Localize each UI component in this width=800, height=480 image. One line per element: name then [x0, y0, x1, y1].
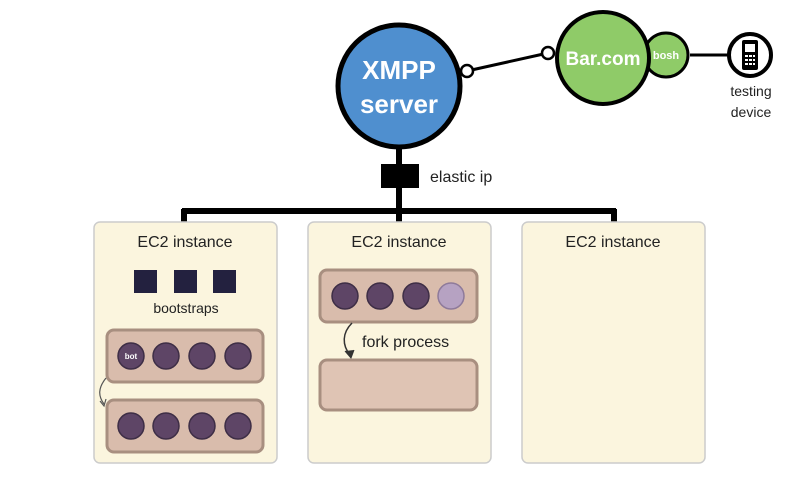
bootstrap-square	[213, 270, 236, 293]
process-tray	[318, 268, 479, 324]
spawn-arrowhead-icon	[99, 398, 107, 408]
forking-process-circle	[437, 282, 465, 310]
bootstraps-label: bootstraps	[153, 300, 218, 316]
elastic-ip-label: elastic ip	[430, 169, 492, 186]
process-circle	[152, 342, 180, 370]
process-tray	[105, 328, 265, 384]
bootstrap-square	[174, 270, 197, 293]
process-circle	[152, 412, 180, 440]
process-circle	[117, 412, 145, 440]
process-circle	[402, 282, 430, 310]
elastic-ip-block	[381, 164, 419, 188]
fork-process-label: fork process	[362, 334, 449, 351]
bosh-label: bosh	[653, 50, 680, 62]
process-circle	[188, 412, 216, 440]
server-socket-icon	[459, 63, 475, 79]
ec2-instance-title-2: EC2 instance	[351, 234, 446, 251]
process-circle	[331, 282, 359, 310]
ec2-instance-title-3: EC2 instance	[565, 234, 660, 251]
bot-process	[117, 342, 145, 370]
device-label-line2: device	[731, 104, 772, 120]
ec2-instance-title-1: EC2 instance	[137, 234, 232, 251]
xmpp-server-label-line2: server	[360, 89, 438, 119]
server-barcom-link	[466, 51, 549, 73]
bootstrap-group	[134, 270, 236, 293]
bot-label: bot	[125, 352, 138, 361]
process-circle	[188, 342, 216, 370]
process-circle	[224, 342, 252, 370]
phone-icon	[727, 32, 773, 78]
forked-process-tray	[318, 358, 479, 412]
process-circle	[366, 282, 394, 310]
process-tray	[105, 398, 265, 454]
device-label-line1: testing	[730, 83, 771, 99]
barcom-label: Bar.com	[566, 49, 641, 70]
fork-arrowhead-icon	[344, 349, 355, 359]
barcom-node	[555, 10, 651, 106]
barcom-socket-icon	[540, 45, 556, 61]
process-circle	[224, 412, 252, 440]
ec2-instance-panel-3	[521, 221, 706, 464]
xmpp-server-label-line1: XMPP	[362, 55, 436, 85]
bootstrap-square	[134, 270, 157, 293]
xmpp-server-node	[335, 22, 463, 150]
spawn-arrow-icon	[99, 377, 107, 405]
